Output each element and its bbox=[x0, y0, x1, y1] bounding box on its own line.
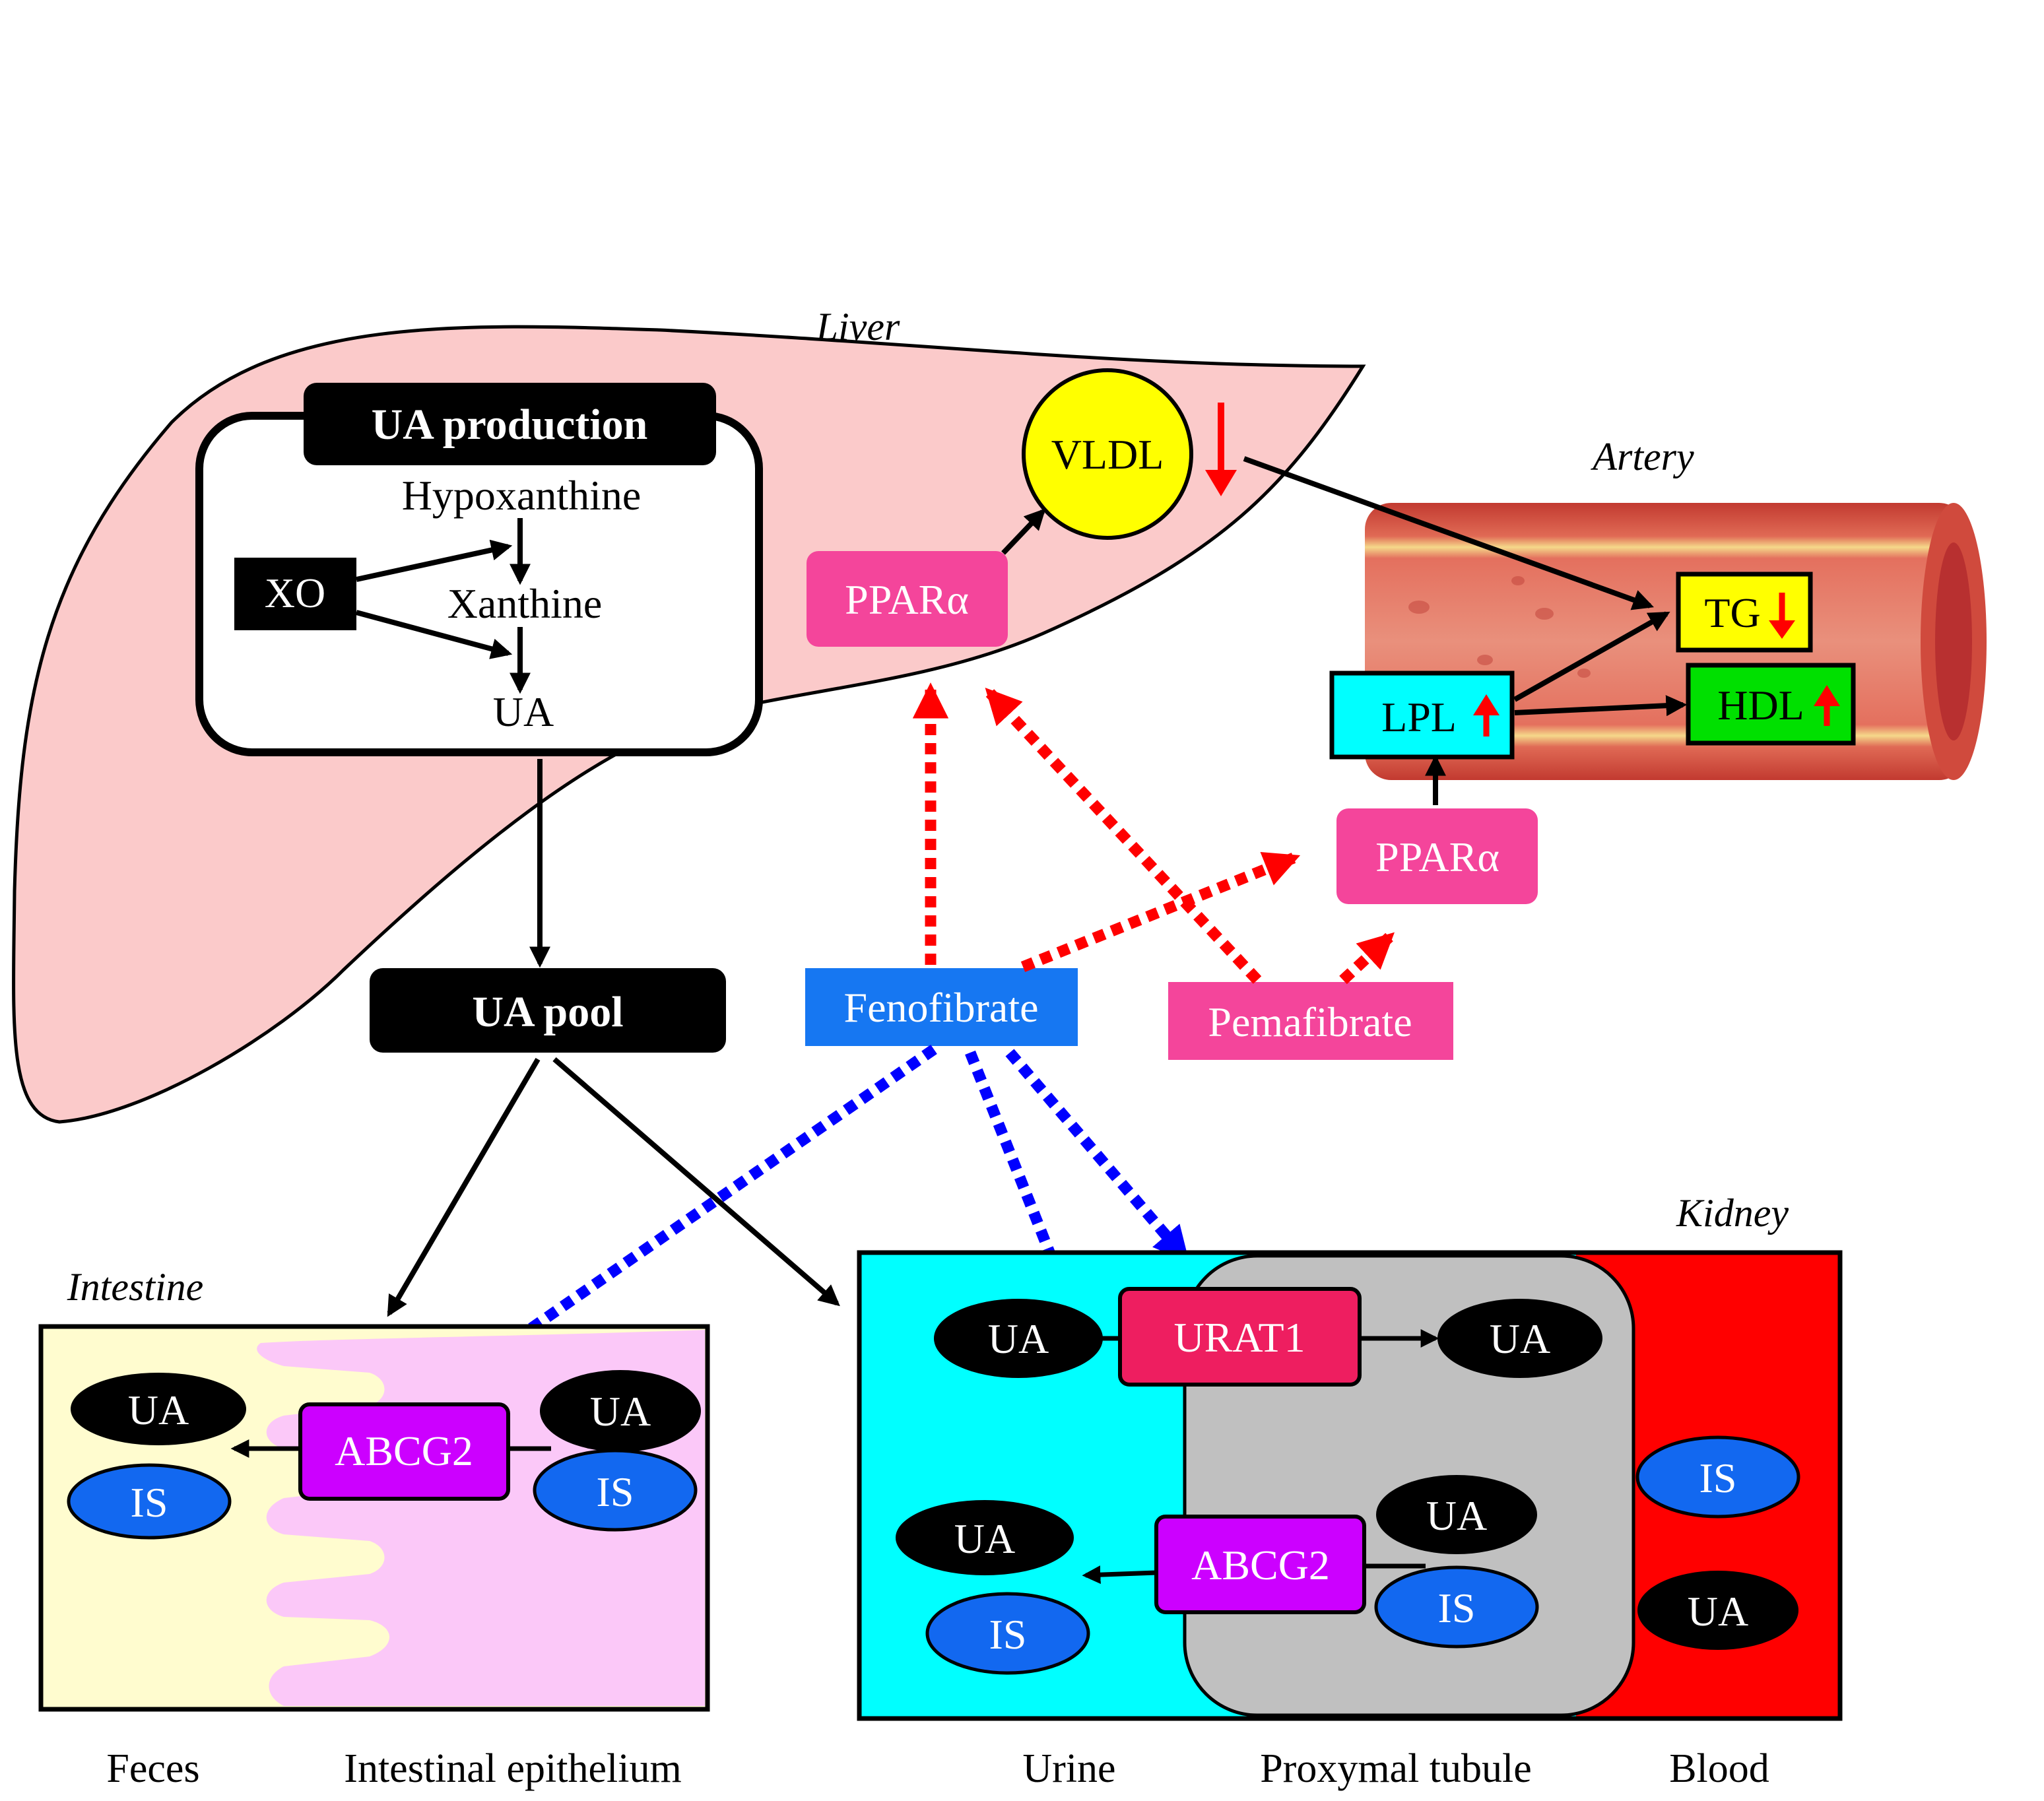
kidney-ua-urine bbox=[896, 1500, 1074, 1575]
kidney-box bbox=[857, 1250, 1843, 1721]
intestine-ua-lumen bbox=[71, 1373, 246, 1445]
intestine-is-lumen-label: IS bbox=[131, 1479, 168, 1526]
ppara-artery-box bbox=[1336, 808, 1538, 904]
lpl-label: LPL bbox=[1381, 694, 1457, 740]
kidney-abcg2-label: ABCG2 bbox=[1191, 1542, 1330, 1588]
intestinal-epithelium-label: Intestinal epithelium bbox=[344, 1746, 681, 1791]
liver-label: Liver bbox=[816, 305, 900, 348]
arrow-xo-2 bbox=[355, 610, 513, 659]
kidney-ua-blood bbox=[1637, 1571, 1798, 1650]
arrow-feno-abcg2-intestine bbox=[466, 1045, 937, 1374]
kidney-ua-urine-label: UA bbox=[954, 1515, 1015, 1562]
tg-label: TG bbox=[1704, 589, 1760, 636]
vldl-circle bbox=[1022, 368, 1193, 540]
kidney-ua-blood-label: UA bbox=[1688, 1588, 1748, 1635]
arrow-feno-urat1 bbox=[1005, 1049, 1190, 1263]
intestine-is-cell-label: IS bbox=[597, 1468, 634, 1515]
hypoxanthine-label: Hypoxanthine bbox=[402, 472, 642, 519]
intestine-ua-lumen-label: UA bbox=[128, 1387, 189, 1433]
proximal-tubule-label: Proxymal tubule bbox=[1260, 1746, 1532, 1791]
arrow-vldl-tg bbox=[1243, 456, 1655, 610]
intestine-ua-cell-label: UA bbox=[590, 1388, 651, 1435]
kidney-ua-urine-top bbox=[934, 1299, 1103, 1378]
ppara-liver-box bbox=[807, 551, 1008, 647]
ppara-liver-label: PPARα bbox=[845, 576, 969, 623]
urine-label: Urine bbox=[1022, 1746, 1115, 1791]
intestine-label: Intestine bbox=[67, 1265, 204, 1309]
ua-production-title: UA production bbox=[372, 401, 648, 449]
blood-label: Blood bbox=[1669, 1746, 1769, 1791]
hdl-up-arrow-icon bbox=[1814, 685, 1840, 726]
ua-pool-label: UA pool bbox=[472, 988, 623, 1036]
xo-box bbox=[234, 558, 356, 630]
arrow-feno-ppara-artery bbox=[1020, 852, 1301, 972]
feces-label: Feces bbox=[106, 1746, 199, 1791]
arrow-pema-ppara-liver bbox=[985, 688, 1262, 984]
kidney-ua-tubule-top-label: UA bbox=[1490, 1315, 1550, 1362]
vldl-label: VLDL bbox=[1051, 431, 1164, 478]
arrow-ppara-vldl bbox=[1001, 508, 1046, 555]
kidney-ua-tubule bbox=[1376, 1475, 1537, 1554]
vldl-down-arrow-icon bbox=[1205, 403, 1237, 496]
xanthine-label: Xanthine bbox=[447, 580, 603, 627]
arrow-pool-intestine bbox=[387, 1057, 541, 1317]
hdl-label: HDL bbox=[1717, 682, 1804, 729]
kidney-is-blood bbox=[1635, 1435, 1800, 1519]
fenofibrate-label: Fenofibrate bbox=[844, 984, 1039, 1031]
kidney-is-urine-label: IS bbox=[989, 1611, 1027, 1658]
ua-pool-box bbox=[370, 968, 726, 1053]
kidney-is-blood-label: IS bbox=[1699, 1455, 1737, 1501]
lpl-up-arrow-icon bbox=[1473, 694, 1500, 737]
intestine-abcg2-box bbox=[298, 1402, 510, 1501]
ppara-artery-label: PPARα bbox=[1375, 834, 1500, 880]
tg-down-arrow-icon bbox=[1769, 593, 1795, 639]
intestine-is-lumen bbox=[67, 1463, 232, 1540]
arrow-lpl-hdl bbox=[1514, 695, 1688, 717]
fenofibrate-box bbox=[805, 968, 1078, 1046]
tg-box bbox=[1676, 572, 1813, 653]
intestine-is-cell bbox=[533, 1449, 698, 1532]
kidney-ua-tubule-top bbox=[1437, 1299, 1602, 1378]
xo-label: XO bbox=[265, 570, 325, 616]
ua-production-title-box bbox=[304, 383, 716, 465]
kidney-is-tubule-label: IS bbox=[1438, 1585, 1476, 1631]
kidney-label: Kidney bbox=[1676, 1191, 1789, 1235]
arrow-xo-1 bbox=[356, 539, 513, 582]
kidney-ua-urine-top-label: UA bbox=[988, 1315, 1049, 1362]
urat1-label: URAT1 bbox=[1173, 1314, 1305, 1361]
arrow-kidney-abcg2-urine bbox=[1082, 1565, 1157, 1585]
intestine-abcg2-label: ABCG2 bbox=[335, 1427, 473, 1474]
ua-product-label: UA bbox=[493, 688, 554, 735]
arrow-lpl-tg bbox=[1513, 611, 1670, 702]
intestine-ua-cell bbox=[540, 1370, 701, 1452]
kidney-ua-tubule-label: UA bbox=[1426, 1492, 1487, 1539]
arrow-pool-kidney bbox=[552, 1057, 840, 1307]
pemafibrate-label: Pemafibrate bbox=[1208, 999, 1412, 1045]
arrow-pema-ppara-artery bbox=[1339, 932, 1395, 985]
kidney-is-tubule bbox=[1374, 1565, 1539, 1649]
artery-label: Artery bbox=[1590, 435, 1694, 478]
pemafibrate-box bbox=[1168, 982, 1453, 1060]
kidney-is-urine bbox=[925, 1592, 1090, 1675]
